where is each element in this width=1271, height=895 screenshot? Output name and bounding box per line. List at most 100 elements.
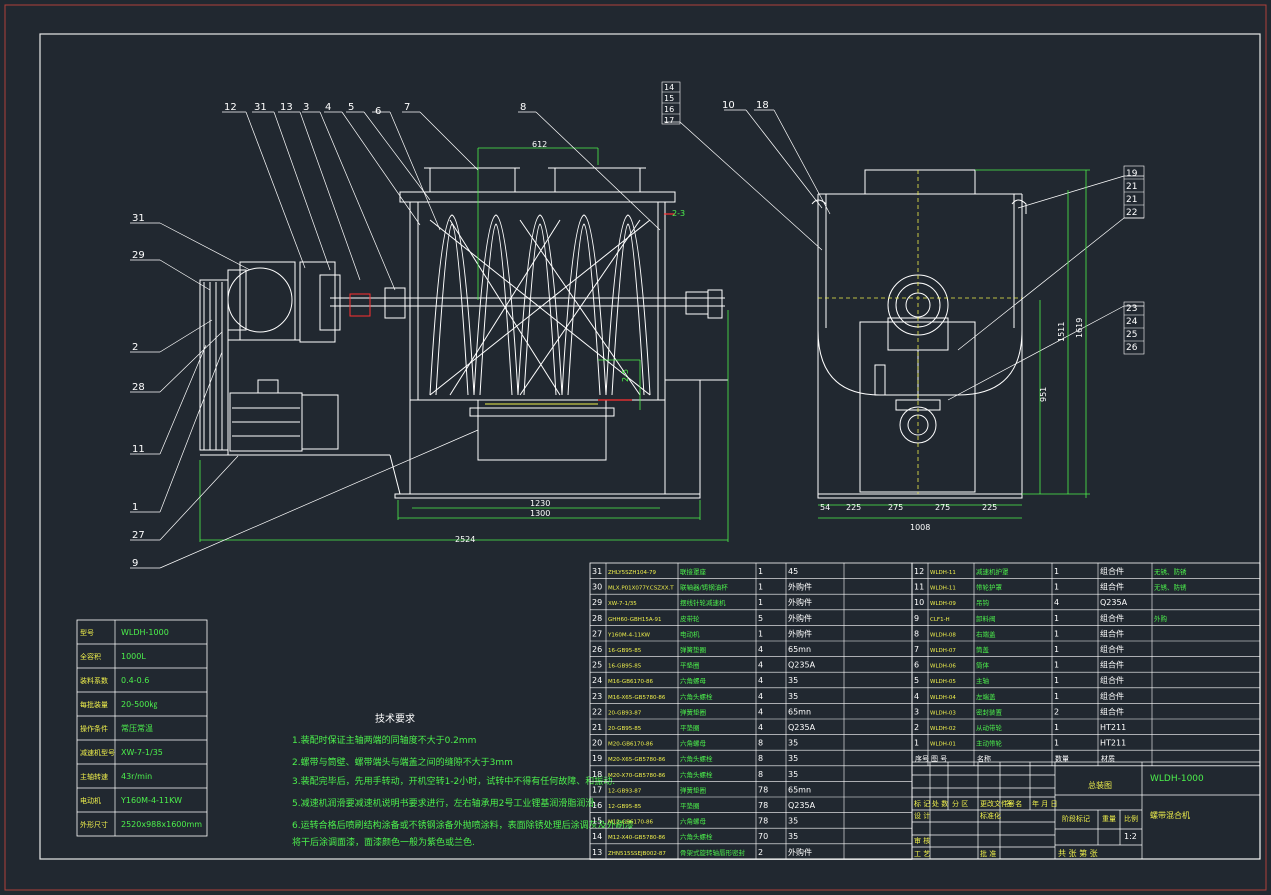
callout-stack-19: 19 21 21 22 — [1123, 165, 1145, 219]
bom-cell-code: M20-X70-GB5780-86 — [608, 773, 666, 779]
bom-cell-qty: 1 — [1054, 661, 1059, 670]
tech-req-line: 5.减速机润滑要减速机说明书要求进行，左右轴承用2号工业锂基润滑脂润滑. — [292, 797, 597, 809]
bom-cell-no: 7 — [914, 645, 919, 654]
bom-cell-mat: HT211 — [1100, 739, 1126, 748]
bom-cell-qty: 2 — [758, 848, 763, 857]
bom-header-no: 序号 — [915, 754, 929, 763]
bom-cell-no: 10 — [914, 598, 924, 607]
bom-cell-qty: 1 — [1054, 567, 1059, 576]
callout-side-31: 31 — [132, 213, 145, 224]
callout-14: 14 — [664, 83, 674, 92]
spec-key: 型号 — [80, 628, 94, 637]
bom-cell-mat: Q235A — [788, 723, 816, 732]
bom-cell-name: 弹簧垫圈 — [680, 645, 706, 654]
bom-cell-name: 联轴器/铸钢油杯 — [680, 583, 728, 592]
callout-side-29: 29 — [132, 250, 145, 261]
bom-cell-code: 16-GB95-85 — [608, 648, 642, 654]
spec-value: 1000L — [121, 652, 146, 661]
bom-cell-name: 六角头螺栓 — [680, 754, 713, 763]
bom-cell-mat: 65mn — [788, 707, 811, 716]
bom-cell-mat: 组合件 — [1100, 613, 1124, 623]
bom-cell-name: 主轴 — [976, 676, 990, 685]
bom-cell-name: 右端盖 — [976, 629, 996, 638]
front-leaders — [130, 109, 1144, 569]
bom-header-code: 图 号 — [931, 755, 947, 763]
bom-cell-qty: 1 — [758, 598, 763, 607]
bom-cell-no: 29 — [592, 598, 602, 607]
callout-side-28: 28 — [132, 382, 145, 393]
spec-key: 主轴转速 — [80, 772, 108, 781]
tech-req-title: 技术要求 — [375, 712, 415, 725]
callout-5: 5 — [348, 102, 354, 113]
tb-standard: 标准化 — [980, 811, 1001, 820]
tb-scale: 1:2 — [1124, 832, 1137, 841]
callout-side-11: 11 — [132, 444, 145, 455]
callout-26: 26 — [1126, 343, 1138, 353]
bom-cell-qty: 4 — [758, 692, 763, 701]
spec-value: 20-500㎏ — [121, 700, 157, 710]
dim-b5: 225 — [982, 503, 997, 512]
title-block — [911, 761, 1261, 860]
dim-top: 612 — [532, 140, 547, 149]
spec-key: 操作条件 — [80, 724, 108, 733]
title-block-text: 标 记 处 数 分 区 更改文件号 签 名 年 月 日 设 计 标准化 审 核 … — [914, 774, 1204, 858]
callout-16: 16 — [664, 105, 674, 114]
dim-h1: 1511 — [1057, 322, 1066, 342]
bom-cell-code: Y160M-4-11KW — [607, 632, 650, 638]
bom-cell-name: 左端盖 — [976, 692, 996, 701]
tb-check: 审 核 — [914, 836, 930, 845]
bom-cell-qty: 1 — [1054, 583, 1059, 592]
tb-weight: 重量 — [1102, 815, 1116, 823]
bom-cell-no: 14 — [592, 832, 602, 841]
bom-cell-qty: 4 — [758, 645, 763, 654]
bom-cell-code: M12-X40-GB5780-86 — [608, 835, 666, 841]
bom-cell-qty: 1 — [758, 567, 763, 576]
bom-cell-code: ZHLY5SZH104-79 — [608, 570, 656, 576]
bom-cell-qty: 1 — [1054, 676, 1059, 685]
tb-scale-label: 比例 — [1124, 814, 1138, 823]
bom-cell-no: 15 — [592, 817, 602, 826]
callout-19: 19 — [1126, 169, 1138, 179]
tb-sign: 签 名 — [1006, 799, 1022, 808]
bom-cell-code: M20-GB6170-86 — [608, 742, 653, 748]
bom-cell-note: 外购 — [1154, 614, 1168, 623]
bom-cell-mat: 组合件 — [1100, 691, 1124, 701]
bom-cell-mat: 组合件 — [1100, 706, 1124, 716]
bom-cell-code: WLDH-04 — [930, 695, 956, 701]
dim-d2: 1300 — [530, 509, 550, 518]
side-view — [811, 169, 1027, 499]
spec-value: 43r/min — [121, 772, 152, 781]
callout-side-9: 9 — [132, 558, 138, 569]
bom-cell-name: 皮带轮 — [680, 614, 700, 623]
bom-cell-name: 联接罩座 — [680, 567, 707, 576]
bom-cell-mat: Q235A — [1100, 598, 1128, 607]
dim-gap: 2-3 — [672, 209, 685, 218]
tb-process: 工 艺 — [914, 850, 930, 858]
bom-cell-code: WLDH-07 — [930, 648, 956, 654]
bom-cell-no: 25 — [592, 661, 602, 670]
dim-b3: 275 — [888, 503, 903, 512]
bom-cell-no: 27 — [592, 629, 602, 638]
tb-stage: 阶段标记 — [1062, 814, 1090, 823]
spec-key: 全容积 — [80, 652, 101, 661]
bom-cell-code: WLDH-09 — [930, 601, 956, 607]
tech-req-line: 将干后涂调面漆，面漆颜色一般为紫色或兰色. — [292, 836, 475, 848]
bom-cell-name: 筒体 — [976, 661, 990, 670]
bom-cell-qty: 4 — [758, 661, 763, 670]
bom-cell-no: 23 — [592, 692, 602, 701]
bom-cell-mat: 外购件 — [788, 628, 812, 638]
bom-cell-mat: 组合件 — [1100, 660, 1124, 670]
callout-31: 31 — [254, 102, 267, 113]
bom-cell-no: 31 — [592, 567, 602, 576]
dim-gap2: 2-5 — [621, 369, 630, 382]
bom-cell-qty: 1 — [1054, 692, 1059, 701]
bom-cell-note: 无锈、防锈 — [1154, 583, 1187, 592]
callout-7: 7 — [404, 102, 410, 113]
bom-cell-qty: 1 — [758, 583, 763, 592]
bom-cell-mat: 45 — [788, 567, 798, 576]
bom-cell-qty: 78 — [758, 785, 768, 794]
bom-cell-code: MLX.P01X077Y.CSZXX.T — [608, 586, 674, 592]
bom-cell-code: M20-X65-GB5780-86 — [608, 757, 666, 763]
bom-header-qty: 数量 — [1055, 754, 1069, 763]
